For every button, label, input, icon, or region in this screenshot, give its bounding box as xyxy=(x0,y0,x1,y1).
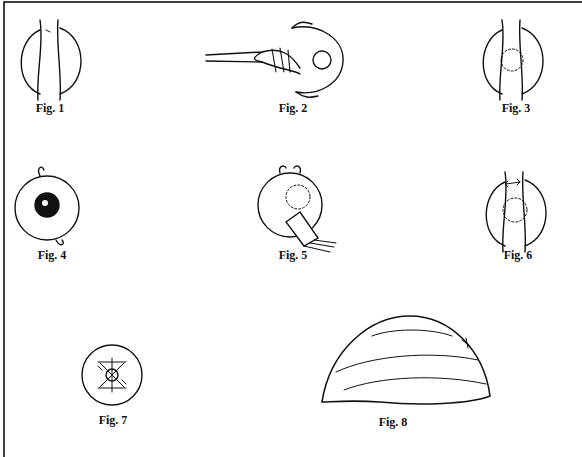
knife-figure xyxy=(258,166,336,252)
figure-caption: Fig. 4 xyxy=(38,249,67,261)
figure-caption: Fig. 8 xyxy=(379,416,408,428)
figure-caption: Fig. 2 xyxy=(279,102,308,114)
forceps-figure xyxy=(206,22,343,97)
figure-caption: Fig. 7 xyxy=(99,414,128,426)
figure-caption: Fig. 3 xyxy=(502,102,531,114)
eye-incision-figure xyxy=(486,172,546,252)
sutured-eye-figure xyxy=(82,345,142,405)
lens-section-figure xyxy=(322,316,490,404)
eye-incision-figure xyxy=(483,20,543,100)
eye-pupil-figure xyxy=(15,167,79,245)
plate-border xyxy=(4,2,582,457)
figure-caption: Fig. 5 xyxy=(279,249,308,261)
eye-incision-figure xyxy=(21,20,81,100)
figure-caption: Fig. 1 xyxy=(36,102,65,114)
figure-caption: Fig. 6 xyxy=(504,249,533,261)
